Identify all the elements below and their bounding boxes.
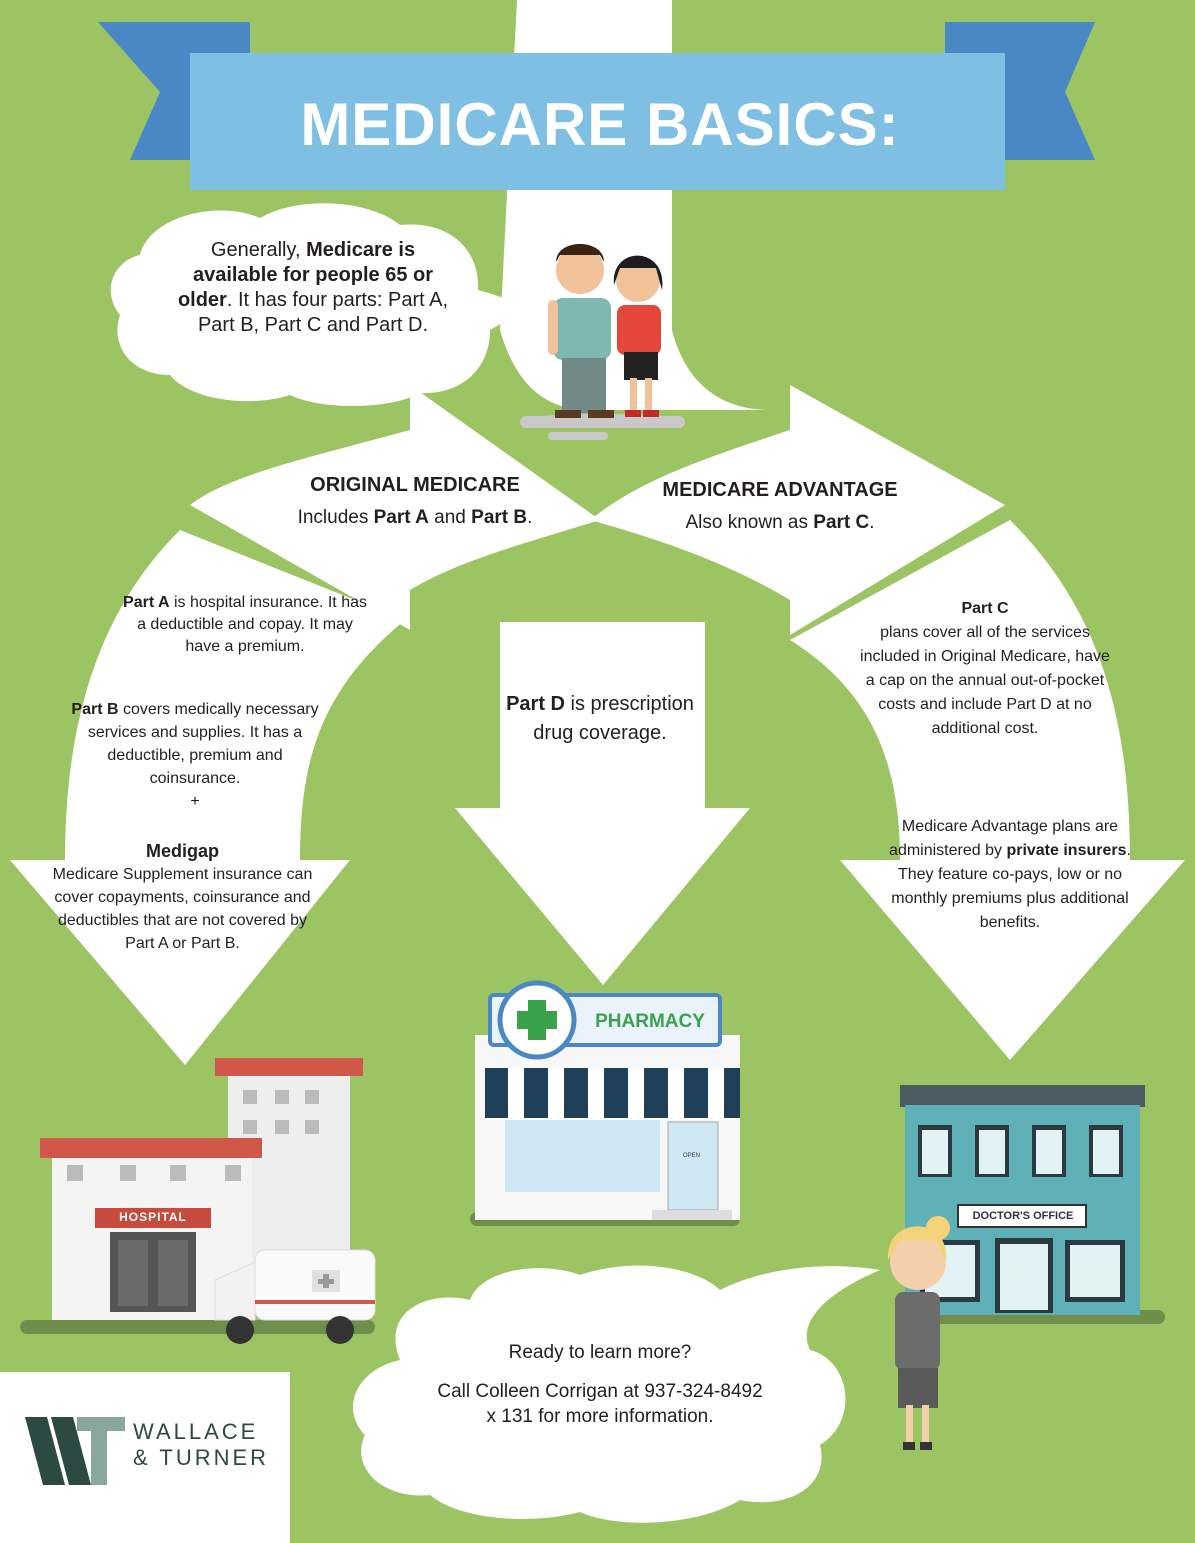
right-branch-arrow [590,385,1005,635]
original-medicare-block: ORIGINAL MEDICARE Includes Part A and Pa… [230,474,600,529]
call-to-action: Ready to learn more? Call Colleen Corrig… [430,1340,770,1443]
part-b-text: Part B covers medically necessary servic… [70,698,320,813]
title-ribbon [190,53,1005,190]
medigap-text: Medigap Medicare Supplement insurance ca… [50,840,315,955]
pharmacy-building [470,980,740,1226]
page-title: MEDICARE BASICS: [300,91,900,158]
cta-speech-bubble [352,1265,880,1523]
cta-line-2: Call Colleen Corrigan at 937-324-8492 x … [437,1381,763,1427]
medicare-advantage-heading: MEDICARE ADVANTAGE [662,479,898,501]
plus-sign: + [190,793,200,810]
couple-icon [520,244,685,440]
pharmacy-sign: PHARMACY [595,1011,705,1032]
left-branch-arrow [190,385,600,630]
doctors-office-sign: DOCTOR'S OFFICE [972,1210,1074,1222]
part-d-text: Part D is prescription drug coverage. [506,693,694,744]
ambulance-icon [214,1249,376,1344]
doctors-office-building [895,1085,1165,1324]
left-down-arrow [10,530,405,1065]
advisor-character-icon [887,1216,950,1450]
medicare-advantage-block: MEDICARE ADVANTAGE Also known as Part C. [620,479,940,534]
open-sign: OPEN [683,1153,701,1159]
hospital-building [20,1058,375,1334]
right-down-arrow [790,520,1185,1060]
medicare-advantage-sub: Also known as Part C. [685,512,875,533]
wallace-turner-logo-icon [25,1417,125,1485]
part-a-text: Part A is hospital insurance. It has a d… [123,594,367,655]
intro-text: Generally, Medicare is available for peo… [177,239,449,336]
logo-wordmark: WALLACE & TURNER [133,1419,270,1470]
part-c-text: Part C plans cover all of the services i… [855,597,1115,741]
hospital-sign: HOSPITAL [119,1210,187,1224]
part-c-label: Part C [961,600,1009,617]
original-medicare-sub: Includes Part A and Part B. [297,507,533,528]
cta-line-1: Ready to learn more? [508,1342,692,1363]
medigap-label: Medigap [145,841,219,861]
intro-speech-bubble [110,203,526,407]
center-down-arrow [455,622,750,985]
original-medicare-heading: ORIGINAL MEDICARE [310,474,520,496]
advantage-plans-text: Medicare Advantage plans are administere… [889,818,1131,931]
company-logo [0,1372,290,1543]
